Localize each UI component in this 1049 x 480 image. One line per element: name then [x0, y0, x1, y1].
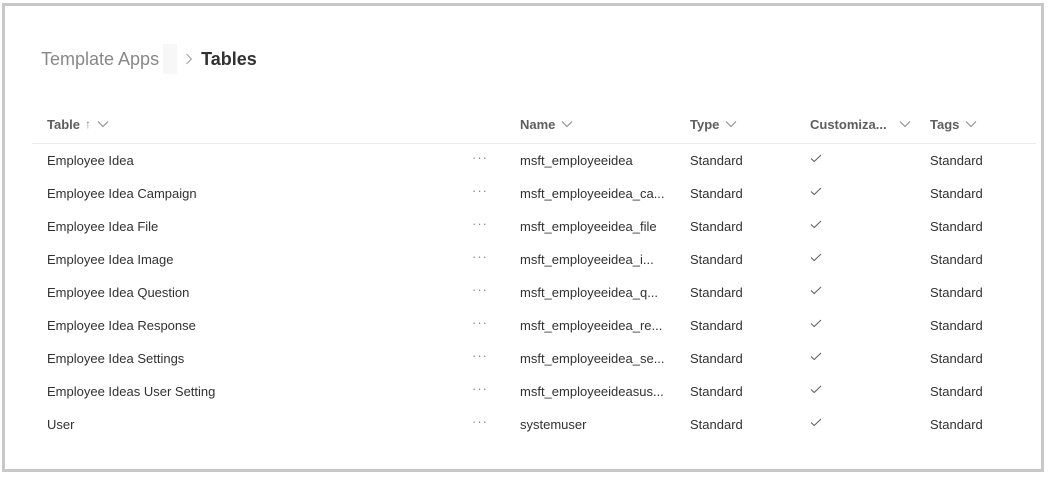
more-options-icon[interactable]: ···: [472, 348, 488, 363]
table-row[interactable]: Employee Idea ··· msft_employeeidea Stan…: [32, 144, 1036, 177]
table-display-name[interactable]: Employee Idea: [47, 153, 134, 168]
table-type: Standard: [690, 153, 743, 168]
breadcrumb: Template Apps Tables: [41, 44, 257, 74]
table-row[interactable]: Employee Idea Campaign ··· msft_employee…: [32, 177, 1036, 210]
table-row[interactable]: Employee Idea Response ··· msft_employee…: [32, 309, 1036, 342]
table-logical-name: msft_employeeidea: [520, 153, 633, 168]
table-tags: Standard: [930, 153, 983, 168]
table-logical-name: msft_employeeidea_ca...: [520, 186, 665, 201]
breadcrumb-hover-area: [163, 44, 178, 74]
more-options-icon[interactable]: ···: [472, 315, 488, 330]
table-display-name[interactable]: Employee Ideas User Setting: [47, 384, 216, 399]
table-row[interactable]: Employee Idea Settings ··· msft_employee…: [32, 342, 1036, 375]
table-row[interactable]: Employee Idea File ··· msft_employeeidea…: [32, 210, 1036, 243]
chevron-down-icon: [966, 121, 977, 128]
table-row[interactable]: User ··· systemuser Standard Standard: [32, 408, 1036, 441]
checkmark-icon: [810, 175, 822, 208]
more-options-icon[interactable]: ···: [472, 216, 488, 231]
table-display-name[interactable]: Employee Idea Question: [47, 285, 190, 300]
column-header-type[interactable]: Type: [690, 104, 737, 144]
table-type: Standard: [690, 318, 743, 333]
column-header-name[interactable]: Name: [520, 104, 573, 144]
table-body: Employee Idea ··· msft_employeeidea Stan…: [32, 144, 1036, 441]
table-display-name[interactable]: Employee Idea Settings: [47, 351, 185, 366]
table-logical-name: msft_employeeidea_i...: [520, 252, 654, 267]
table-type: Standard: [690, 219, 743, 234]
chevron-down-icon: [97, 121, 109, 128]
sort-ascending-icon: ↑: [85, 117, 91, 131]
table-display-name[interactable]: Employee Idea Campaign: [47, 186, 197, 201]
column-header-tags[interactable]: Tags: [930, 104, 977, 144]
table-display-name[interactable]: Employee Idea Image: [47, 252, 174, 267]
table-logical-name: msft_employeeidea_re...: [520, 318, 663, 333]
breadcrumb-tables: Tables: [201, 48, 257, 69]
checkmark-icon: [810, 142, 822, 175]
checkmark-icon: [810, 340, 822, 373]
breadcrumb-template-apps[interactable]: Template Apps: [41, 48, 160, 69]
table-tags: Standard: [930, 351, 983, 366]
checkmark-icon: [810, 307, 822, 340]
column-header-table[interactable]: Table ↑: [47, 104, 109, 144]
table-tags: Standard: [930, 252, 983, 267]
table-tags: Standard: [930, 219, 983, 234]
table-tags: Standard: [930, 186, 983, 201]
table-row[interactable]: Employee Ideas User Setting ··· msft_emp…: [32, 375, 1036, 408]
table-tags: Standard: [930, 417, 983, 432]
more-options-icon[interactable]: ···: [472, 414, 488, 429]
more-options-icon[interactable]: ···: [472, 381, 488, 396]
checkmark-icon: [810, 241, 822, 274]
table-logical-name: msft_employeeidea_se...: [520, 351, 665, 366]
column-header-customizable[interactable]: Customiza...: [810, 104, 911, 144]
more-options-icon[interactable]: ···: [472, 282, 488, 297]
checkmark-icon: [810, 274, 822, 307]
more-options-icon[interactable]: ···: [472, 150, 488, 165]
table-type: Standard: [690, 186, 743, 201]
chevron-down-icon: [899, 121, 910, 128]
table-display-name[interactable]: User: [47, 417, 75, 432]
table-tags: Standard: [930, 285, 983, 300]
more-options-icon[interactable]: ···: [472, 183, 488, 198]
table-type: Standard: [690, 252, 743, 267]
table-type: Standard: [690, 417, 743, 432]
table-type: Standard: [690, 351, 743, 366]
table-header: Table ↑ Name Type Customiza... Tags: [32, 104, 1036, 144]
table-type: Standard: [690, 384, 743, 399]
chevron-down-icon: [726, 121, 737, 128]
chevron-right-icon: [185, 53, 193, 65]
checkmark-icon: [810, 406, 822, 439]
table-tags: Standard: [930, 384, 983, 399]
checkmark-icon: [810, 208, 822, 241]
table-logical-name: systemuser: [520, 417, 587, 432]
more-options-icon[interactable]: ···: [472, 249, 488, 264]
table-row[interactable]: Employee Idea Image ··· msft_employeeide…: [32, 243, 1036, 276]
tables-list: Table ↑ Name Type Customiza... Tags: [32, 104, 1036, 441]
table-display-name[interactable]: Employee Idea Response: [47, 318, 196, 333]
table-display-name[interactable]: Employee Idea File: [47, 219, 159, 234]
checkmark-icon: [810, 373, 822, 406]
table-type: Standard: [690, 285, 743, 300]
table-logical-name: msft_employeeidea_q...: [520, 285, 659, 300]
chevron-down-icon: [562, 121, 573, 128]
page-frame: Template Apps Tables Table ↑ Name Type C…: [2, 3, 1044, 472]
table-logical-name: msft_employeeidea_file: [520, 219, 657, 234]
table-row[interactable]: Employee Idea Question ··· msft_employee…: [32, 276, 1036, 309]
table-logical-name: msft_employeeideasus...: [520, 384, 664, 399]
table-tags: Standard: [930, 318, 983, 333]
